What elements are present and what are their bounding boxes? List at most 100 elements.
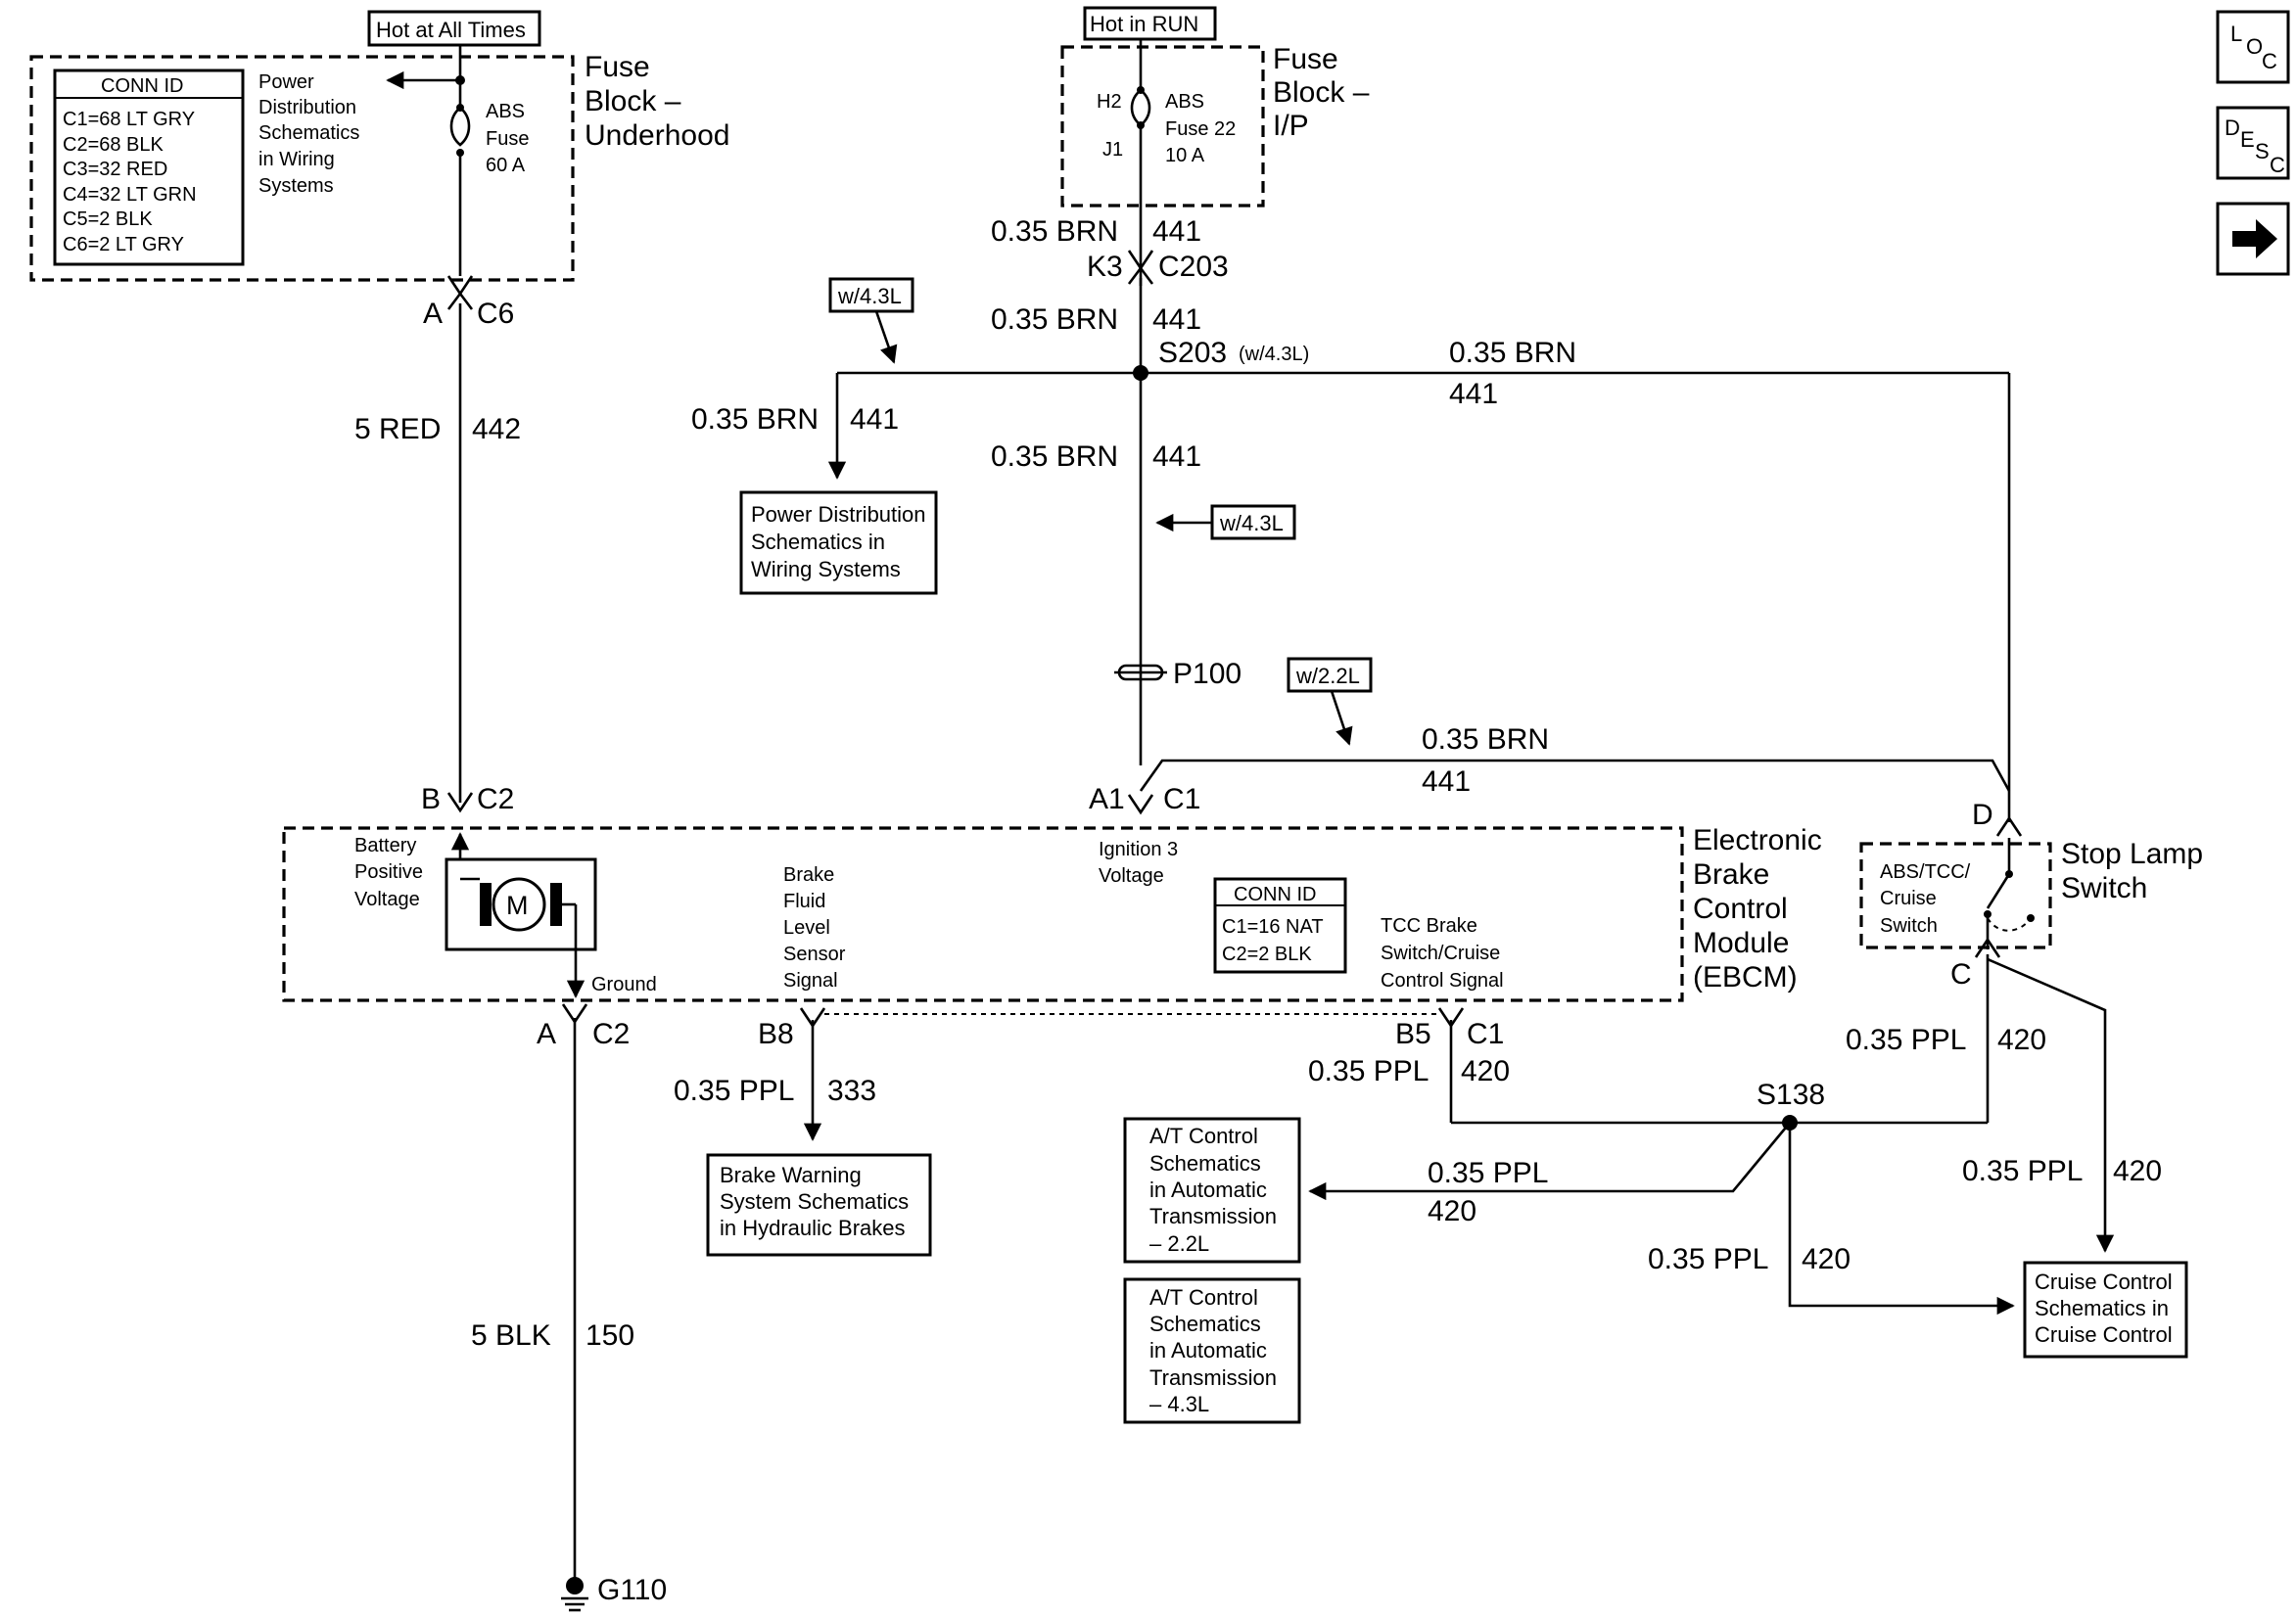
option-tag: w/4.3L (1219, 511, 1284, 535)
hot-in-run-tag: Hot in RUN (1090, 12, 1198, 36)
ground-icon (561, 1577, 588, 1612)
desc-letter-d: D (2225, 116, 2240, 140)
ref-box-line: Brake Warning (720, 1163, 862, 1187)
next-arrow-button[interactable] (2216, 202, 2290, 276)
pin-label: H2 (1097, 91, 1122, 113)
connector-label: C6 (477, 298, 514, 330)
power-dist-ref-line: Systems (258, 175, 334, 197)
ebcm-signal-label: Switch/Cruise (1381, 943, 1500, 964)
pin-label: B (421, 783, 441, 815)
circuit-label: 420 (1802, 1243, 1851, 1275)
conn-id-row: C2=68 BLK (63, 134, 164, 156)
pin-label: K3 (1087, 251, 1123, 283)
fuse-label: 60 A (486, 155, 526, 176)
switch-contact-icon (1986, 873, 2011, 909)
connector-label: C2 (592, 1018, 630, 1050)
passthrough-p100-icon (1114, 664, 1167, 681)
ref-box-line: A/T Control (1149, 1285, 1258, 1310)
fuse-icon (1130, 89, 1151, 127)
loc-button[interactable]: L O C (2216, 10, 2290, 84)
power-dist-ref-line: Power (258, 71, 314, 93)
ebcm-title: Brake (1693, 858, 1769, 891)
ref-box-line: Power Distribution (751, 502, 926, 527)
pin-label: A (423, 298, 443, 330)
wire-gauge-label: 0.35 PPL (1308, 1055, 1429, 1087)
power-dist-ref-line: Distribution (258, 97, 356, 118)
ref-box-line: Wiring Systems (751, 557, 901, 581)
pin-label: C (1950, 958, 1972, 991)
circuit-label: 150 (586, 1319, 634, 1352)
ref-box-line: Schematics in (751, 530, 885, 554)
wire-gauge-label: 5 BLK (471, 1319, 551, 1352)
pin-label: B5 (1395, 1018, 1431, 1050)
ebcm-signal-label: Ground (591, 974, 657, 995)
desc-letter-c: C (2270, 153, 2285, 177)
ebcm-signal-label: TCC Brake (1381, 915, 1477, 937)
ebcm-signal-label: Ignition 3 (1099, 839, 1178, 860)
option-tag: w/2.2L (1295, 664, 1360, 688)
passthrough-label: P100 (1173, 658, 1242, 690)
circuit-label: 441 (1422, 765, 1471, 798)
conn-id-row: C4=32 LT GRN (63, 184, 197, 206)
wire-gauge-label: 0.35 BRN (991, 303, 1118, 336)
ref-box-line: Transmission (1149, 1365, 1277, 1390)
wire-gauge-label: 0.35 PPL (1962, 1155, 2083, 1187)
conn-id-row: C3=32 RED (63, 159, 167, 180)
wire-gauge-label: 0.35 BRN (991, 440, 1118, 473)
fuse-block-underhood: Hot at All Times CONN ID C1=68 LT GRY C2… (29, 10, 729, 282)
circuit-label: 333 (827, 1075, 876, 1107)
fuse-block-title: Fuse (585, 51, 650, 83)
desc-button[interactable]: D E S C (2216, 106, 2290, 180)
conn-id-row: C2=2 BLK (1222, 944, 1312, 965)
wire-441-22l (1139, 759, 2011, 792)
ref-box-line: in Hydraulic Brakes (720, 1216, 906, 1240)
connector-icon (1127, 794, 1154, 815)
ref-box-line: – 4.3L (1149, 1392, 1209, 1416)
fuse-label: ABS (486, 101, 525, 122)
desc-letter-e: E (2240, 127, 2255, 152)
conn-id-row: C1=16 NAT (1222, 916, 1324, 938)
wire-420-at (1308, 1122, 1792, 1201)
wire-gauge-label: 0.35 BRN (1422, 723, 1549, 756)
wire-gauge-label: 0.35 PPL (1846, 1024, 1966, 1056)
ground-label: G110 (597, 1574, 667, 1606)
fuse-label: ABS (1165, 91, 1204, 113)
fuse-label: Fuse (486, 128, 529, 150)
circuit-label: 441 (850, 403, 899, 436)
loc-letter-l: L (2230, 22, 2242, 46)
ebcm-title: Module (1693, 927, 1789, 959)
connector-icon (446, 792, 474, 813)
pin-label: A1 (1089, 783, 1125, 815)
switch-label: Switch (1880, 915, 1938, 937)
ref-box-line: Schematics in (2035, 1296, 2169, 1320)
pin-label: B8 (758, 1018, 794, 1050)
ebcm-title: Electronic (1693, 824, 1822, 856)
ebcm-signal-label: Voltage (354, 889, 420, 910)
fuse-block-ip: Hot in RUN Fuse Block – I/P H2 J1 ABS Fu… (1060, 6, 1370, 286)
ref-box-line: Schematics (1149, 1151, 1261, 1176)
conn-id-row: C1=68 LT GRY (63, 109, 195, 130)
circuit-label: 441 (1152, 303, 1201, 336)
power-dist-ref-line: Schematics (258, 122, 359, 144)
power-dist-ref-line: in Wiring (258, 149, 335, 170)
switch-label: Cruise (1880, 888, 1937, 909)
wire-gauge-label: 0.35 PPL (1648, 1243, 1768, 1275)
splice-label: S203 (1158, 337, 1227, 369)
circuit-label: 442 (472, 413, 521, 445)
wire-gauge-label: 0.35 PPL (1428, 1157, 1548, 1189)
option-tag: w/4.3L (837, 284, 902, 308)
ref-box-line: in Automatic (1149, 1178, 1267, 1202)
pin-label: A (537, 1018, 556, 1050)
hot-at-all-times-tag: Hot at All Times (376, 18, 526, 42)
fuse-block-title: Block – (585, 85, 681, 117)
circuit-label: 420 (1461, 1055, 1510, 1087)
arrow-right-icon (2232, 219, 2277, 258)
option-label: (w/4.3L) (1239, 344, 1309, 365)
conn-id-row: C5=2 BLK (63, 208, 153, 230)
stop-lamp-switch: D Stop Lamp Switch ABS/TCC/ Cruise Switc… (1859, 799, 2203, 991)
wire-gauge-label: 0.35 BRN (1449, 337, 1576, 369)
desc-letter-s: S (2255, 139, 2270, 163)
fuse-label: 10 A (1165, 145, 1205, 166)
fuse-icon (449, 107, 471, 147)
